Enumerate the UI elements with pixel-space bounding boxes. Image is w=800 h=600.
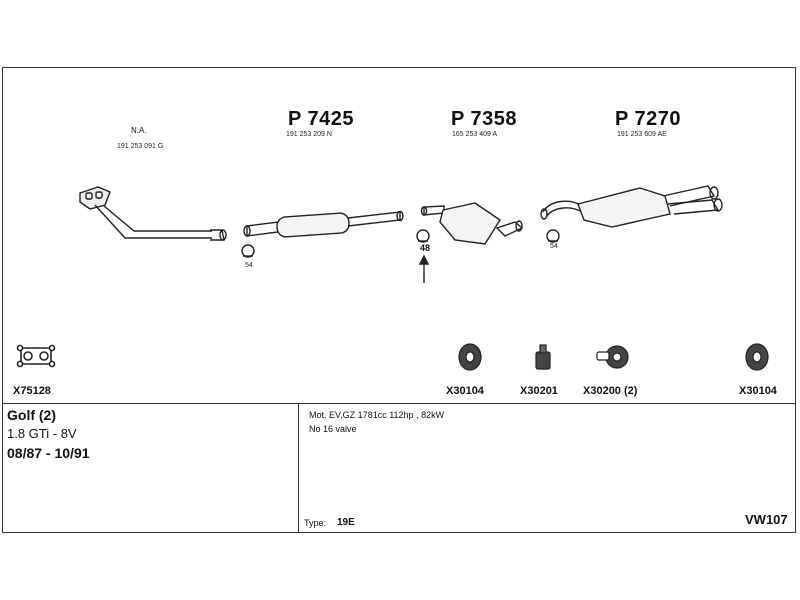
vehicle-model: Golf (2): [7, 407, 56, 423]
type-value: 19E: [337, 517, 355, 528]
vehicle-years: 08/87 - 10/91: [7, 445, 90, 461]
clamp-number-right: 54: [550, 243, 558, 250]
spec-line-1: Mot. EV,GZ 1781cc 112hp , 82kW: [309, 410, 445, 420]
clamp-icons: [241, 229, 560, 258]
arrow-icon: [418, 254, 430, 283]
accessory-code: X30104: [446, 385, 484, 397]
clamp-number-left: 54: [245, 262, 253, 269]
part-code-p7425: 191 253 209 N: [286, 131, 332, 138]
reference-code: VW107: [745, 512, 788, 527]
rubber-mount-icon-2: [745, 343, 769, 371]
rear-box-drawing: [540, 185, 723, 228]
accessory-code: X30201: [520, 385, 558, 397]
accessory-code: X75128: [13, 385, 51, 397]
accessory-code: X30104: [739, 385, 777, 397]
part-code-na: 191 253 091 G: [117, 143, 164, 150]
clamp-ring-icon: [596, 345, 629, 369]
accessory-code: X30200 (2): [583, 385, 638, 397]
part-number-p7358: P 7358: [451, 108, 518, 130]
type-label: Type:: [304, 518, 327, 528]
middle-silencer-drawing: [243, 210, 404, 238]
front-pipe-drawing: [79, 186, 227, 241]
vehicle-engine: 1.8 GTi - 8V: [7, 426, 77, 441]
rubber-mount-icon: [458, 343, 482, 371]
part-code-p7358: 165 253 409 A: [452, 131, 498, 138]
hanger-icon: [535, 344, 551, 370]
spec-line-2: No 16 valve: [309, 424, 357, 434]
gasket-icon: [16, 344, 56, 368]
clamp-number-mid: 48: [420, 243, 431, 253]
divider-horizontal: [3, 403, 795, 404]
divider-vertical: [298, 403, 299, 533]
part-label-na: N.A.: [131, 126, 147, 135]
part-number-p7270: P 7270: [615, 108, 682, 130]
center-box-drawing: [420, 202, 524, 245]
part-number-p7425: P 7425: [288, 108, 355, 130]
diagram-frame: [2, 67, 796, 533]
part-code-p7270: 191 253 609 AE: [617, 131, 667, 138]
